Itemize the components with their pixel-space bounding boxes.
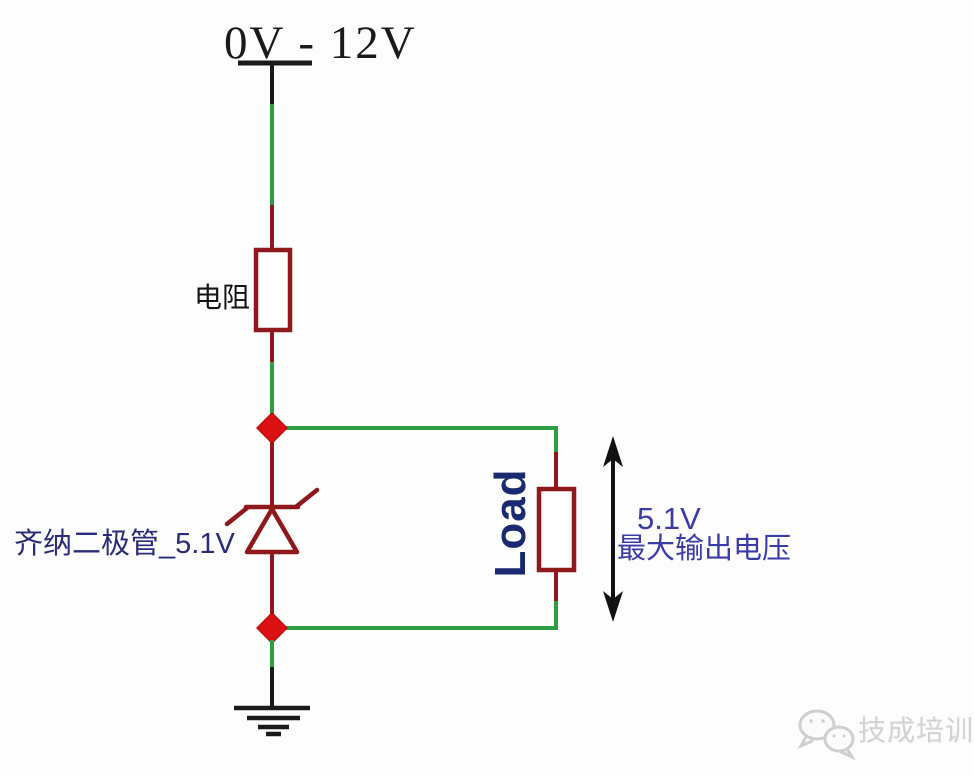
power-terminal-icon (238, 60, 312, 107)
wechat-icon (797, 709, 856, 761)
junction-dot-bottom (256, 612, 288, 644)
voltage-range-arrow (603, 436, 623, 622)
resistor-symbol (253, 247, 293, 333)
load-symbol (536, 486, 577, 573)
zener-diode-label: 齐纳二极管_5.1V (14, 528, 235, 560)
wire-load-loop (272, 426, 558, 630)
junction-dot-top (256, 412, 288, 444)
resistor-label: 电阻 (194, 282, 251, 313)
source-voltage-label: 0V - 12V (224, 17, 417, 69)
ground-icon (234, 705, 310, 737)
zener-diode-icon (224, 487, 320, 555)
output-voltage-value: 5.1V (637, 501, 701, 536)
watermark-text: 技成培训 (858, 715, 974, 746)
load-label: Load (486, 468, 535, 578)
output-voltage-caption: 最大输出电压 (617, 533, 792, 565)
